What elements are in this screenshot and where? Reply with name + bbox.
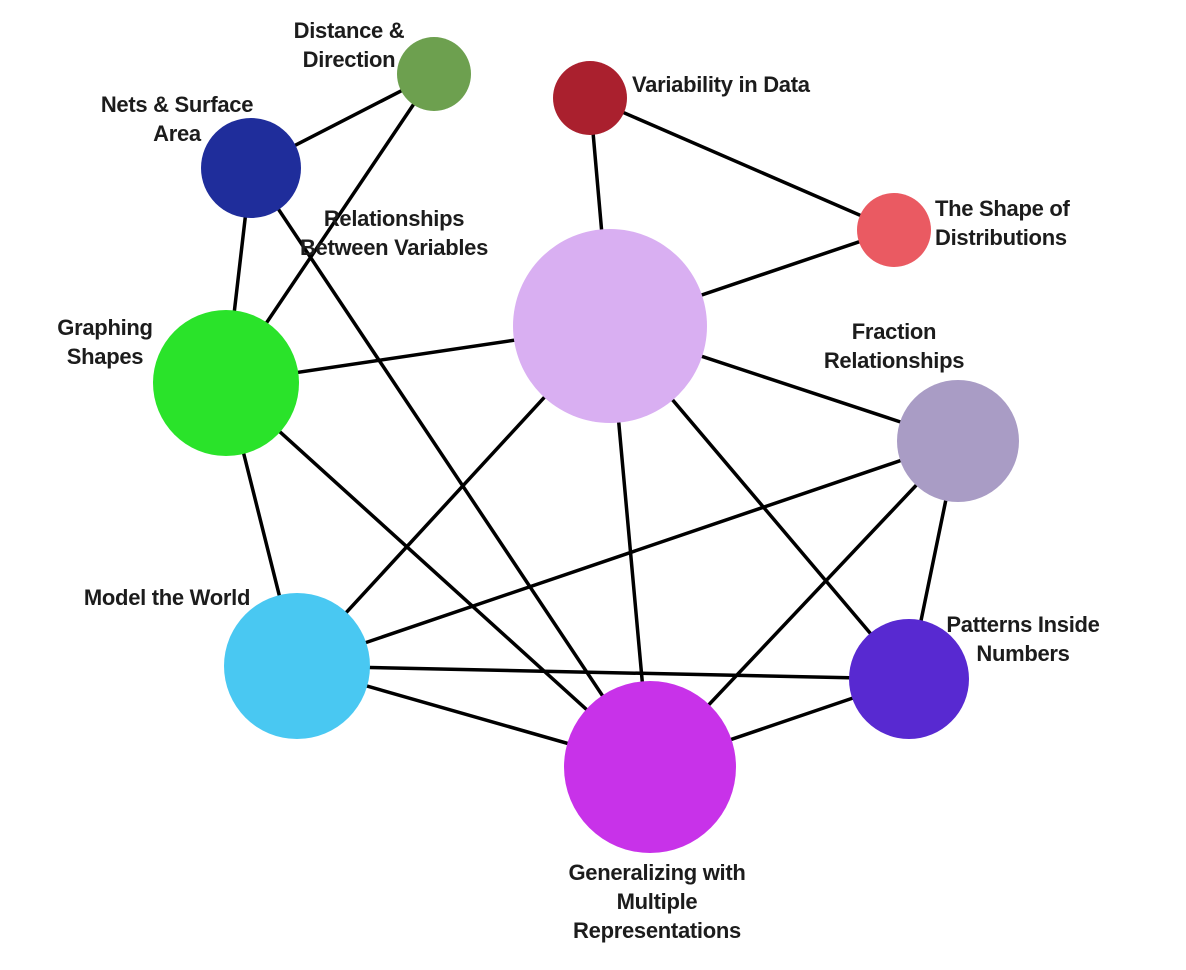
node-label-line: Graphing [57,315,152,340]
node-label-line: Numbers [976,641,1069,666]
node-graphing-shapes [153,310,299,456]
edge-model-the-world--patterns-inside-numbers [295,664,911,681]
node-label-distance-direction: Distance & Direction [294,18,405,72]
node-label-line: The Shape of [935,196,1070,221]
node-label-line: Relationships [824,348,964,373]
node-label-line: Variability in Data [632,72,811,97]
node-generalizing-multiple-representations [564,681,736,853]
node-label-line: Nets & Surface [101,92,253,117]
node-label-line: Multiple [617,889,698,914]
node-label-line: Generalizing with [568,860,745,885]
node-label-line: Shapes [67,344,144,369]
node-label-line: Model the World [84,585,250,610]
node-label-line: Representations [573,918,741,943]
node-label-line: Distributions [935,225,1067,250]
node-label-variability-in-data: Variability in Data [632,72,811,97]
node-label-line: Area [153,121,202,146]
node-label-model-the-world: Model the World [84,585,250,610]
node-label-shape-of-distributions: The Shape of Distributions [935,196,1070,250]
node-label-line: Patterns Inside [946,612,1099,637]
node-label-line: Fraction [852,319,936,344]
node-distance-direction [397,37,471,111]
edge-variability-in-data--shape-of-distributions [588,96,896,232]
node-fraction-relationships [897,380,1019,502]
node-model-the-world [224,593,370,739]
node-patterns-inside-numbers [849,619,969,739]
node-relationships-between-variables [513,229,707,423]
node-label-line: Direction [303,47,396,72]
edge-graphing-shapes--generalizing-multiple-representations [224,381,652,769]
node-nets-surface-area [201,118,301,218]
node-variability-in-data [553,61,627,135]
node-label-line: Between Variables [300,235,488,260]
edge-fraction-relationships--model-the-world [295,439,960,668]
edge-nets-surface-area--generalizing-multiple-representations [249,166,652,769]
node-label-line: Distance & [294,18,405,43]
node-label-line: Relationships [324,206,464,231]
node-shape-of-distributions [857,193,931,267]
